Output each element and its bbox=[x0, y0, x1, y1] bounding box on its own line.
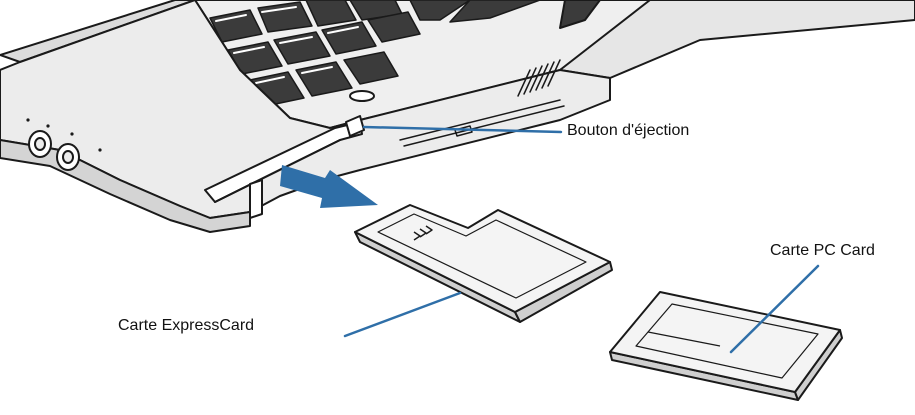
expresscard-leader bbox=[343, 291, 462, 338]
eject-button-leader bbox=[362, 125, 563, 134]
audio-jacks bbox=[28, 130, 80, 171]
expresscard-slot bbox=[204, 121, 363, 219]
expresscard-illustration bbox=[354, 204, 613, 323]
eject-button-graphic bbox=[345, 115, 365, 137]
arrow-right-icon bbox=[280, 165, 378, 208]
pc-card-label: Carte PC Card bbox=[770, 242, 875, 259]
laptop-illustration bbox=[0, 0, 915, 233]
eject-button-label: Bouton d'éjection bbox=[567, 122, 690, 139]
expresscard-label: Carte ExpressCard bbox=[118, 317, 255, 334]
pc-card-leader bbox=[729, 264, 820, 354]
pc-card-illustration bbox=[609, 291, 843, 401]
expresscard-logo-icon bbox=[413, 225, 433, 241]
